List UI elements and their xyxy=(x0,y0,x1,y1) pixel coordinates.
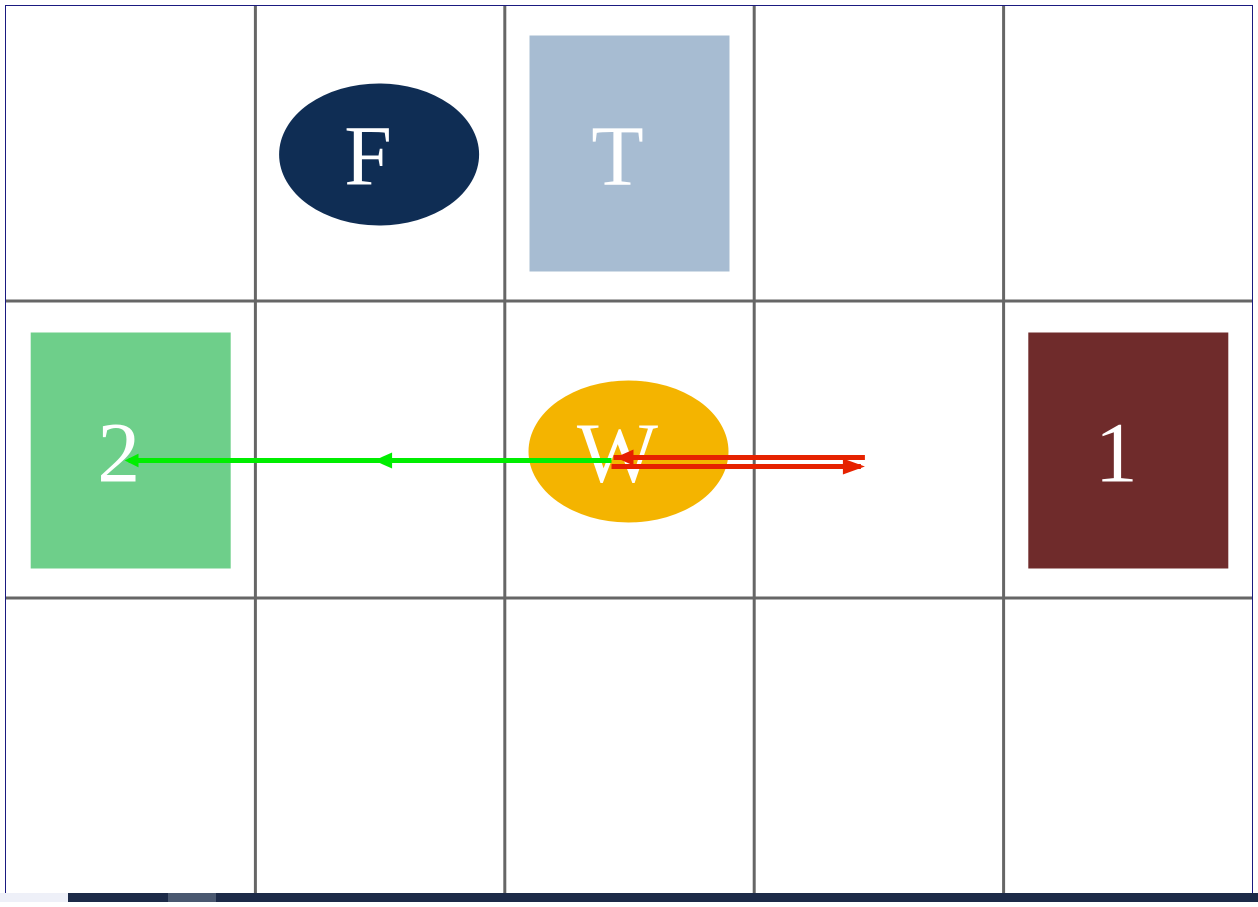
piece-t[interactable]: T xyxy=(529,35,730,272)
piece-1[interactable]: 1 xyxy=(1028,332,1229,569)
pieces-layer: F T 2 W 1 xyxy=(30,35,1229,569)
red-arrow-return-head xyxy=(615,449,634,466)
arrows-layer xyxy=(124,449,865,475)
piece-w[interactable]: W xyxy=(528,380,729,523)
grid-lines xyxy=(6,5,1252,893)
bottom-taskbar-strip xyxy=(0,893,1258,902)
piece-t-label: T xyxy=(591,108,644,204)
piece-t-rect xyxy=(529,35,730,272)
piece-2-rect xyxy=(30,332,231,569)
piece-f-ellipse xyxy=(279,83,480,226)
piece-2-label: 2 xyxy=(97,405,140,501)
green-path-arrow xyxy=(124,452,612,469)
red-arrow-forward-head xyxy=(842,458,865,475)
piece-f[interactable]: F xyxy=(279,83,480,226)
red-path-arrow xyxy=(611,449,865,475)
piece-w-ellipse xyxy=(528,380,729,523)
piece-1-label: 1 xyxy=(1095,405,1138,501)
piece-1-rect xyxy=(1028,332,1229,569)
green-arrow-mid-head xyxy=(374,452,393,469)
bottom-taskbar-left xyxy=(0,893,68,902)
piece-2[interactable]: 2 xyxy=(30,332,231,569)
piece-f-label: F xyxy=(344,108,392,204)
piece-w-label: W xyxy=(577,405,658,501)
bottom-taskbar-segment xyxy=(168,893,216,902)
